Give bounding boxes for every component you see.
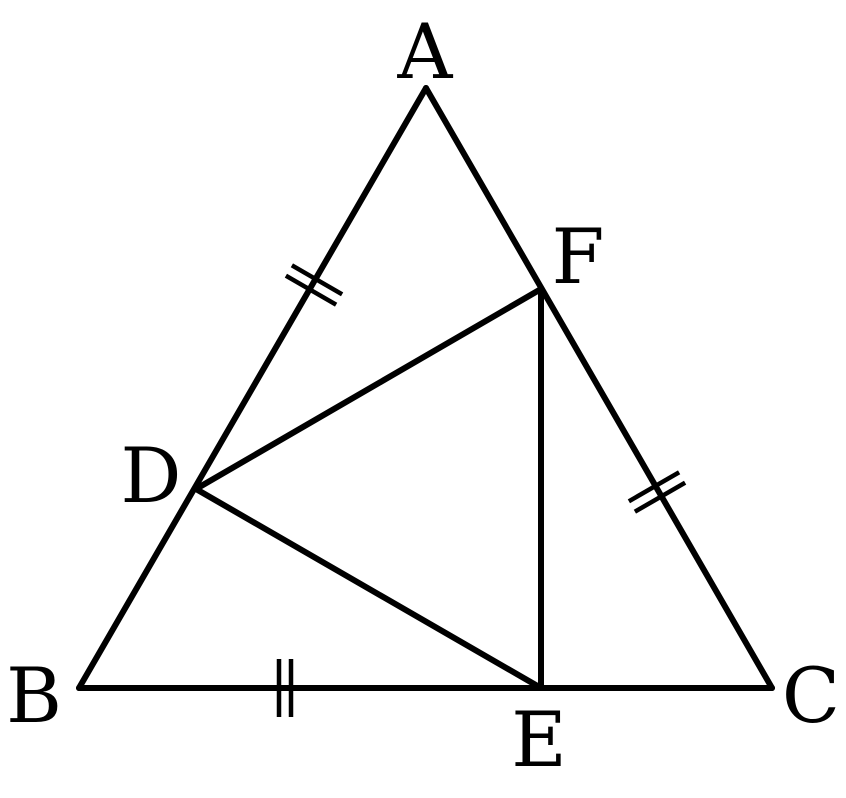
tick-mark-AD	[284, 263, 344, 307]
segment-AB	[76, 85, 429, 691]
label-A: A	[397, 7, 454, 96]
label-D: D	[121, 431, 182, 520]
label-C: C	[782, 651, 840, 740]
tick-mark-CF	[627, 470, 687, 514]
segment-DE	[193, 486, 544, 691]
label-E: E	[511, 695, 566, 784]
segment-AC	[423, 85, 775, 691]
segment-FD	[193, 286, 544, 492]
tick-mark-BE	[276, 659, 294, 717]
label-B: B	[6, 651, 62, 740]
label-F: F	[552, 212, 605, 301]
